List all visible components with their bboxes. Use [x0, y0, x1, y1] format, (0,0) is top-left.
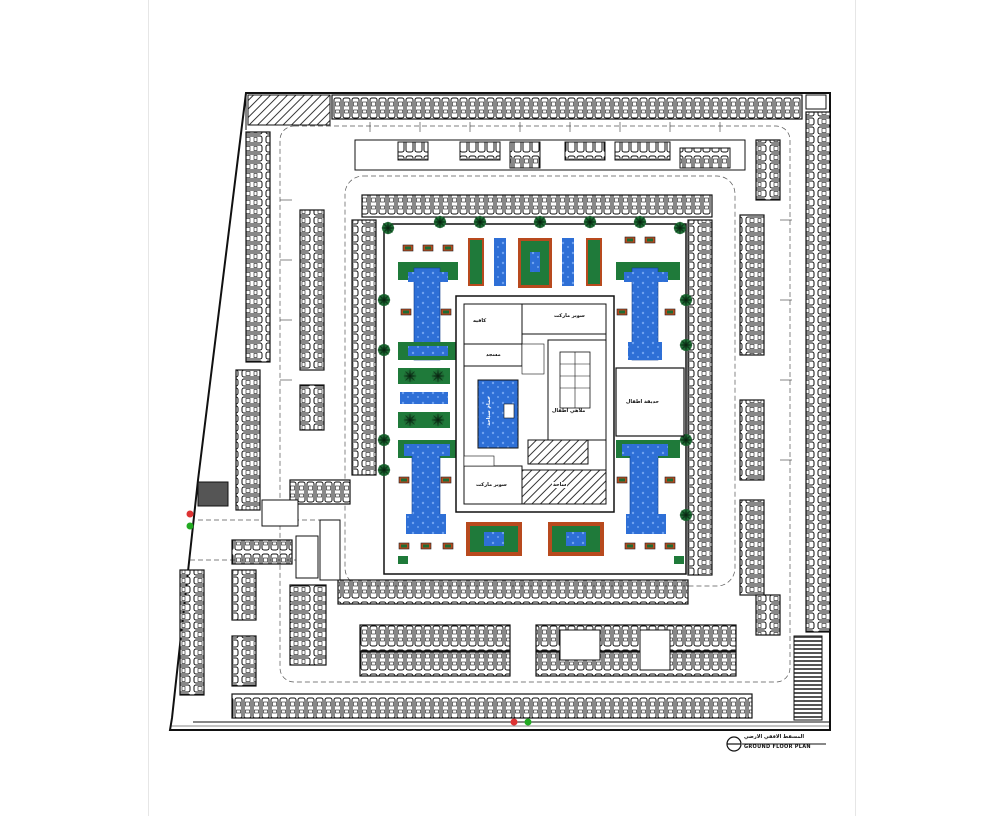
water-feature-nw	[398, 262, 458, 361]
room-label-kids-games: ملاهي اطفال	[552, 408, 586, 414]
water-feature-se	[616, 440, 680, 534]
central-building	[455, 295, 615, 513]
room-label-super-market-bottom: سوبر ماركت	[476, 482, 507, 488]
garden-beds-top	[468, 238, 602, 288]
water-feature-ne	[616, 262, 680, 361]
parking-column-right-outer	[793, 111, 831, 721]
drawing-title-arabic: المسقط الافقي الارضي	[744, 734, 805, 740]
traffic-lights	[186, 510, 532, 726]
kiosk-strip-top	[354, 139, 746, 171]
room-label-plaza: ساحة	[552, 482, 568, 488]
room-label-pool: حمام سباحة	[485, 396, 492, 426]
parking-row-bottom-outer	[231, 693, 753, 719]
parking-ring-inner	[289, 139, 781, 605]
garden-beds-bottom	[466, 522, 604, 556]
drawing-title: GROUND FLOOR PLAN	[744, 744, 811, 750]
room-label-mosque: مسجد	[486, 352, 501, 358]
north-symbol	[726, 736, 826, 752]
parking-column-left-outer	[179, 131, 271, 696]
grid-ticks	[280, 122, 792, 461]
kids-garden-block	[615, 367, 685, 437]
drawing-title-block: المسقط الافقي الارضي GROUND FLOOR PLAN	[724, 734, 828, 756]
room-label-cafe: كافيه	[473, 318, 487, 324]
utility-blocks	[261, 499, 671, 671]
water-feature-sw	[398, 440, 458, 534]
parking-row-top-outer	[247, 94, 827, 126]
room-label-kids-garden: حديقة اطفال	[626, 399, 659, 405]
garden-strips-west	[398, 368, 450, 428]
room-label-super-market-top: سوبر ماركت	[554, 313, 585, 319]
benches	[398, 236, 684, 564]
